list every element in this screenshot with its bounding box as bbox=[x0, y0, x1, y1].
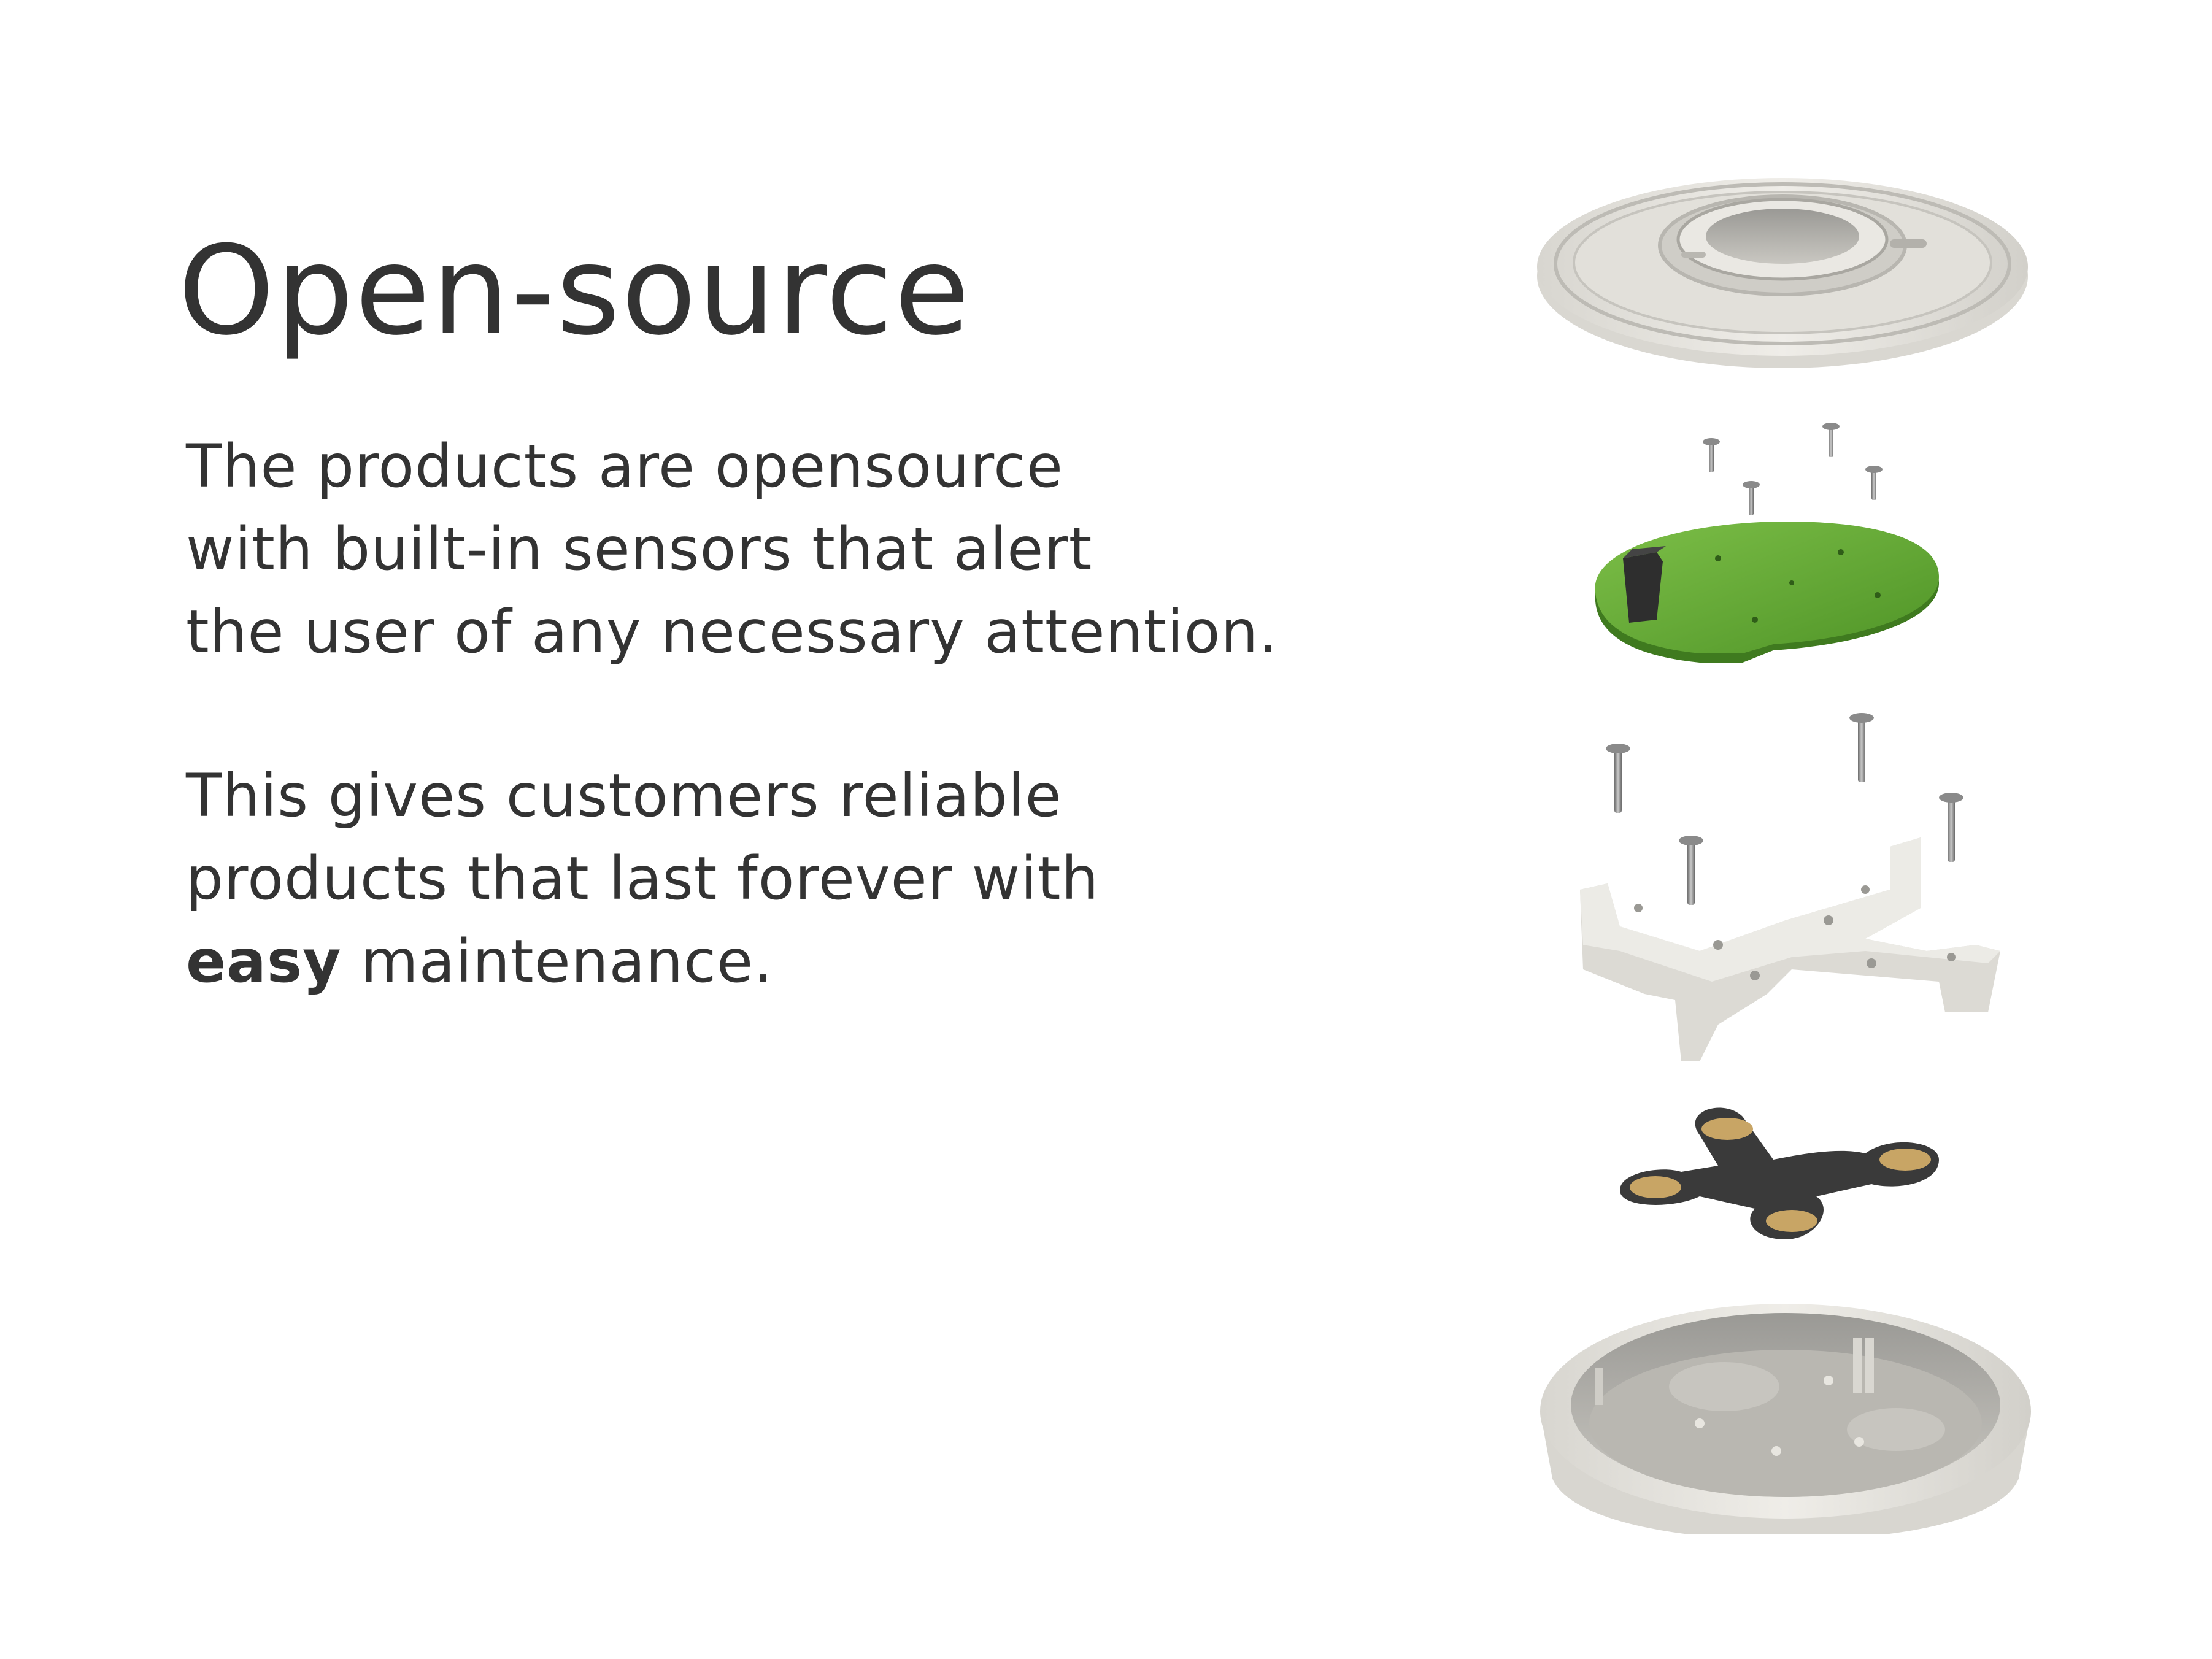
sensor-gasket bbox=[1620, 1107, 1939, 1239]
paragraph-line: The products are opensource bbox=[186, 432, 1063, 501]
paragraph-line: the user of any necessary attention. bbox=[186, 598, 1278, 666]
paragraph-opensource: The products are opensource with built-i… bbox=[186, 425, 1278, 674]
page-title: Open-source bbox=[178, 220, 971, 363]
paragraph-line: with built-in sensors that alert bbox=[186, 515, 1093, 583]
exploded-assembly-icon bbox=[1537, 178, 2031, 1534]
screws-small bbox=[1703, 423, 1883, 515]
paragraph-line: easy maintenance. bbox=[186, 920, 1099, 1003]
paragraph-line: products that last forever with bbox=[186, 844, 1100, 913]
paragraph-reliable: This gives customers reliable products t… bbox=[186, 755, 1099, 1003]
screws-long bbox=[1606, 713, 1963, 905]
paragraph-line: This gives customers reliable bbox=[186, 761, 1062, 830]
paragraph-text: maintenance. bbox=[341, 927, 773, 996]
base-housing bbox=[1540, 1304, 2031, 1534]
emphasis-easy: easy bbox=[186, 927, 342, 996]
top-cover bbox=[1537, 178, 2028, 368]
pcb-board bbox=[1595, 522, 1939, 663]
frame-bracket bbox=[1580, 837, 2000, 1061]
